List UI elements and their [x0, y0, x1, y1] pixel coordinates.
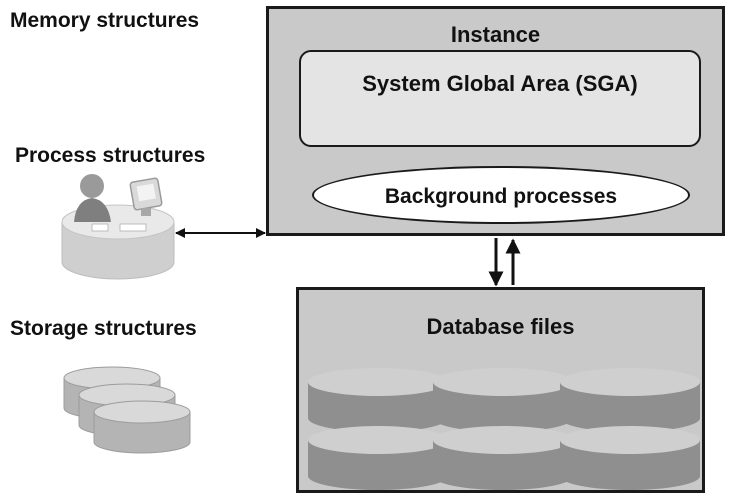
sga-label: System Global Area (SGA) [362, 71, 638, 96]
database-files-title: Database files [426, 314, 575, 339]
background-processes-label: Background processes [384, 185, 618, 208]
sga-box: System Global Area (SGA) [299, 50, 701, 147]
database-file-cylinder [560, 368, 700, 432]
background-processes-ellipse: Background processes [312, 166, 690, 224]
storage-disk [93, 400, 191, 454]
instance-title: Instance [450, 22, 541, 47]
user-process-icon [61, 174, 175, 280]
database-file-cylinder [433, 368, 573, 432]
database-file-cylinder [433, 426, 573, 490]
database-file-cylinder [560, 426, 700, 490]
storage-disks-icon [63, 366, 191, 454]
instance-box: Instance System Global Area (SGA) Backgr… [266, 6, 725, 236]
database-files-cylinders [308, 368, 700, 490]
process-structures-label: Process structures [15, 144, 206, 167]
database-file-cylinder [308, 368, 448, 432]
storage-structures-label: Storage structures [10, 317, 197, 340]
memory-structures-label: Memory structures [10, 9, 200, 32]
database-file-cylinder [308, 426, 448, 490]
